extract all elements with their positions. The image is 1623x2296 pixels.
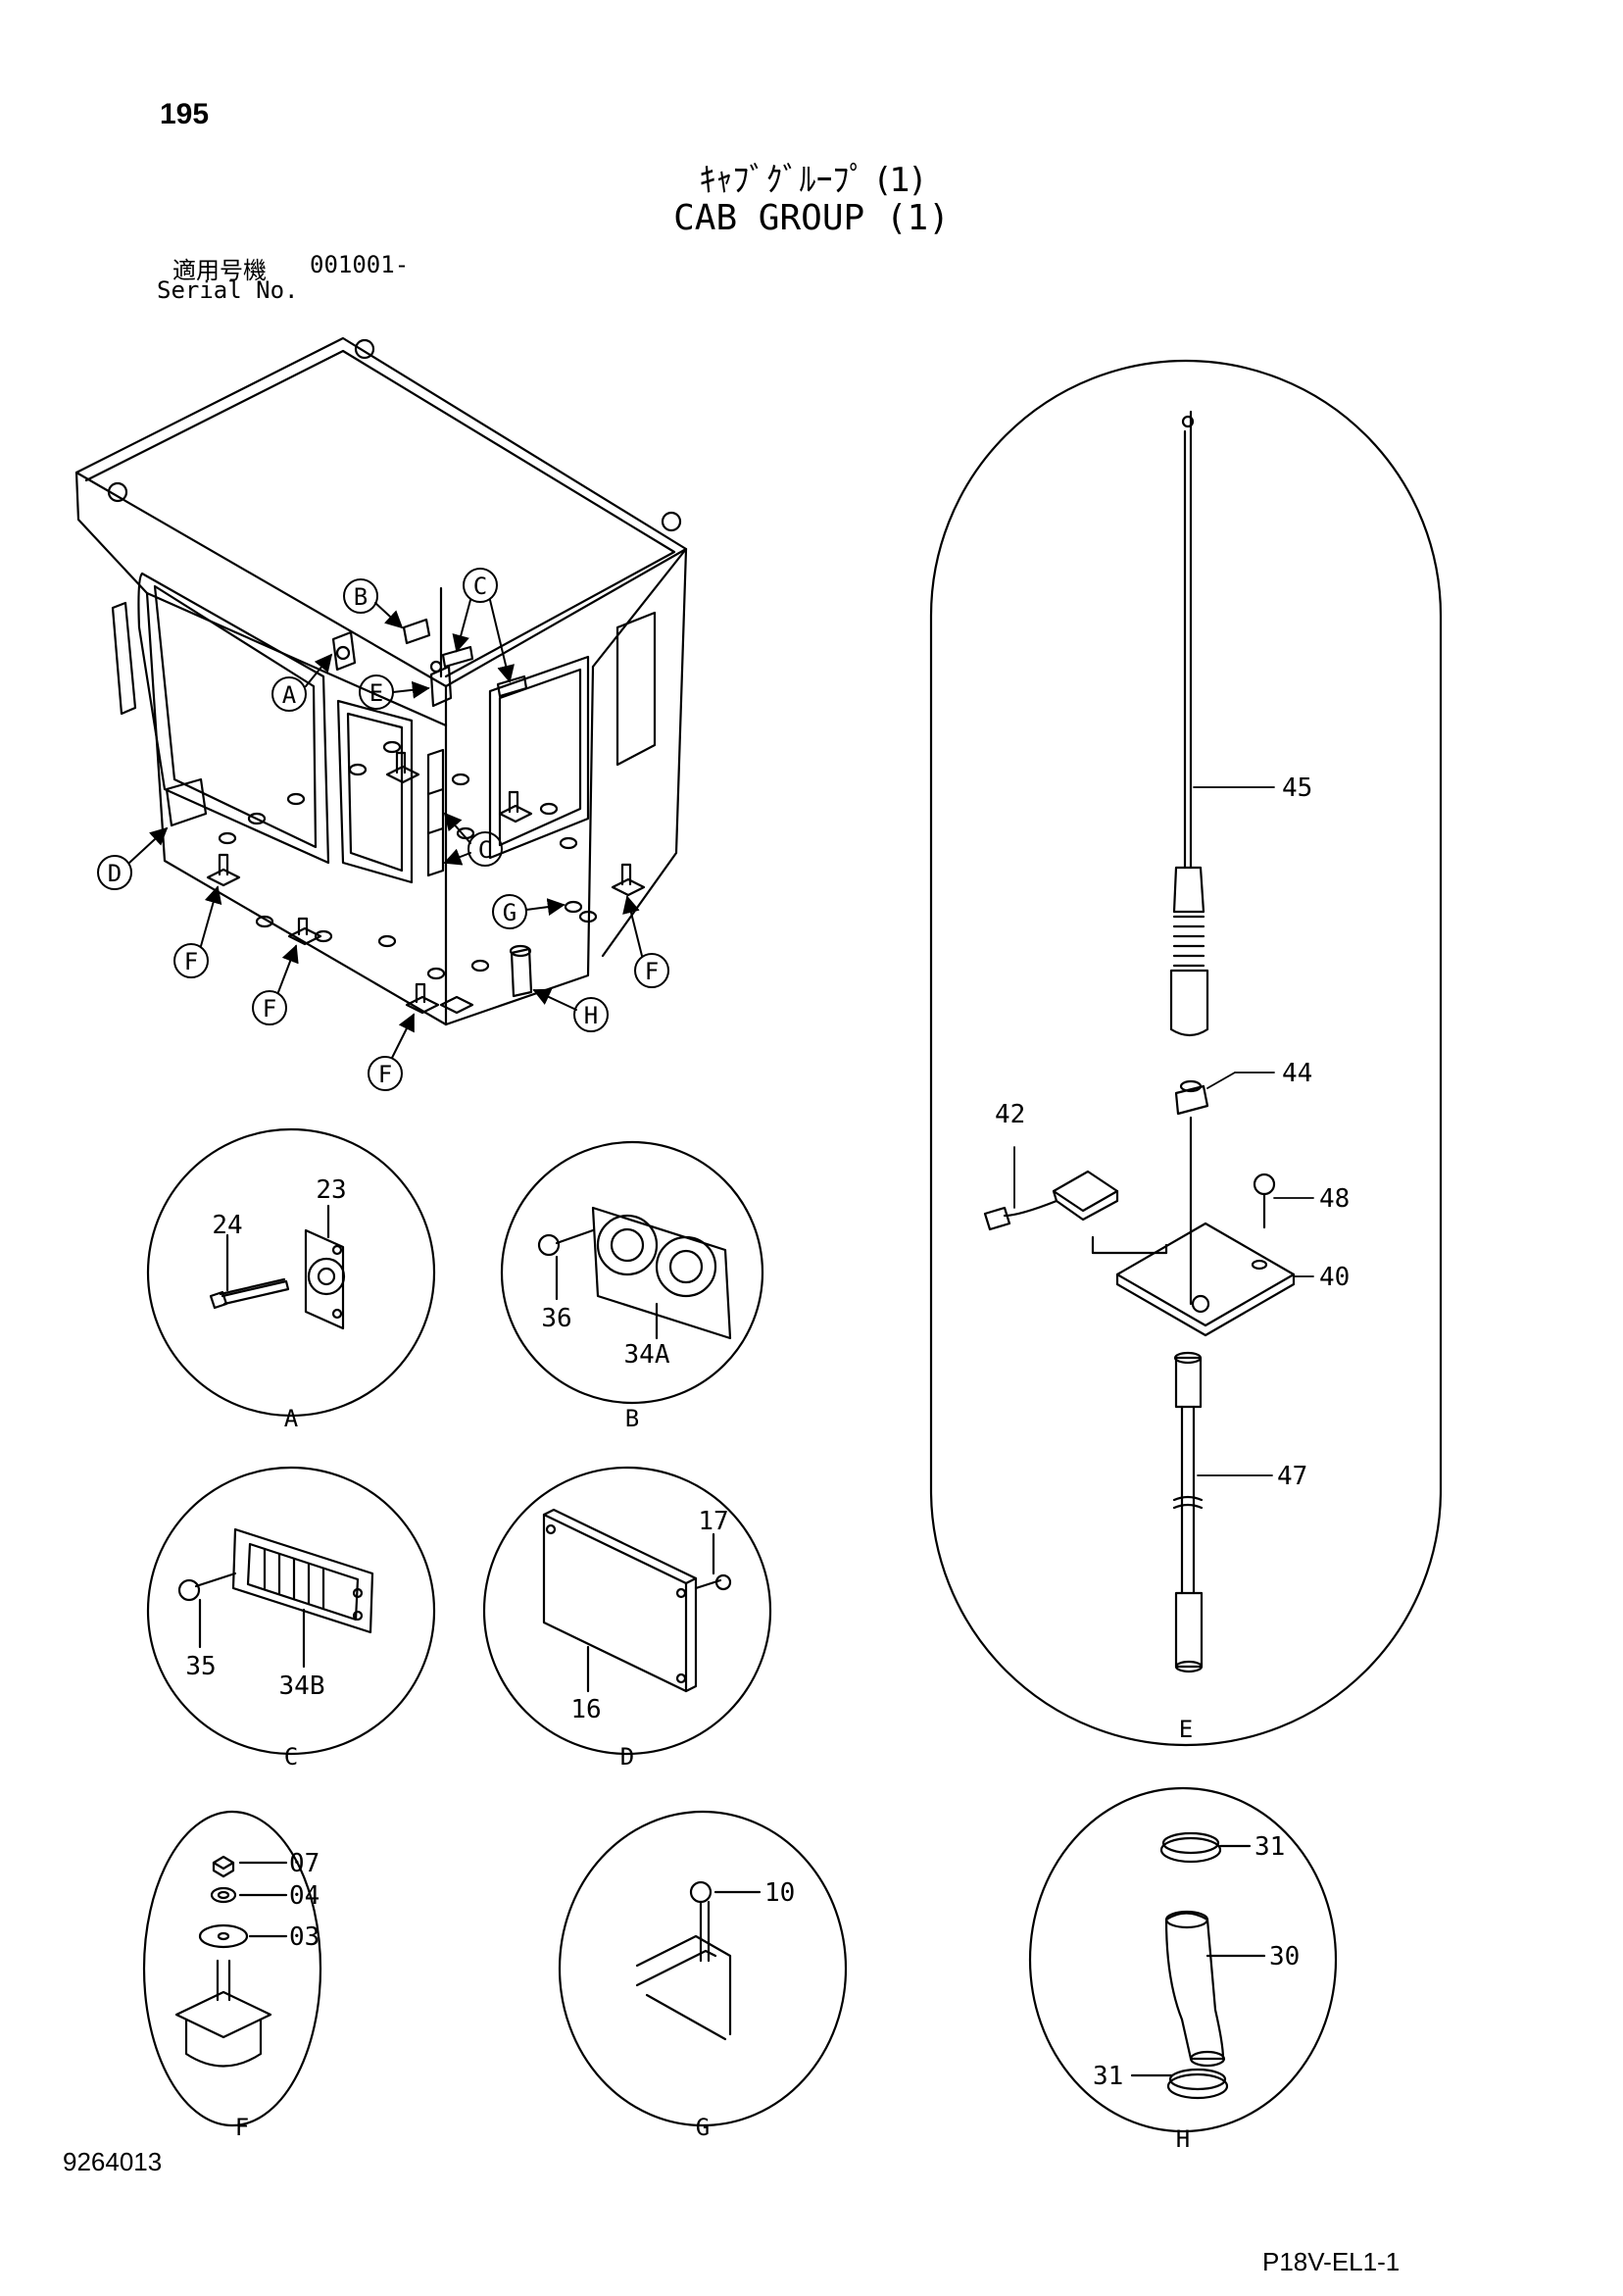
part-04: 04 <box>289 1881 320 1911</box>
callout-f1: F <box>184 948 198 975</box>
detail-e <box>929 359 1443 1747</box>
callout-c-mid: C <box>478 836 492 864</box>
callout-circle-f2 <box>252 990 287 1025</box>
callout-circle-g <box>492 894 527 929</box>
callout-circle-d <box>97 855 132 890</box>
detail-b <box>500 1140 764 1405</box>
detail-a <box>146 1127 436 1418</box>
part-30: 30 <box>1269 1942 1300 1972</box>
detail-label-f: F <box>235 2114 249 2141</box>
callout-a: A <box>282 681 297 709</box>
part-07: 07 <box>289 1849 320 1878</box>
callout-c-top: C <box>473 573 487 600</box>
detail-label-e: E <box>1179 1716 1193 1743</box>
part-23: 23 <box>316 1175 346 1205</box>
part-47: 47 <box>1277 1462 1307 1491</box>
page-number: 195 <box>160 98 210 130</box>
part-48: 48 <box>1319 1184 1350 1214</box>
part-44: 44 <box>1282 1059 1312 1088</box>
callout-e: E <box>369 679 383 707</box>
callout-circle-f3 <box>368 1056 403 1091</box>
serial-label-japanese: 適用号機 <box>172 257 267 284</box>
part-42: 42 <box>995 1100 1025 1129</box>
detail-c <box>146 1466 436 1756</box>
detail-label-d: D <box>620 1743 634 1771</box>
part-17: 17 <box>698 1507 728 1536</box>
serial-value: 001001- <box>310 251 410 278</box>
callout-h: H <box>584 1002 598 1029</box>
diagram-labels: B A E C C D G F F F F H A B C D E F G H … <box>108 573 1351 2153</box>
part-35: 35 <box>185 1652 216 1681</box>
part-34a: 34A <box>624 1340 670 1370</box>
title-japanese: ｷｬﾌﾞｸﾞﾙｰﾌﾟ (1) <box>699 161 924 200</box>
part-36: 36 <box>541 1304 571 1333</box>
serial-label-english: Serial No. <box>157 276 299 304</box>
detail-label-b: B <box>625 1405 639 1432</box>
detail-label-h: H <box>1176 2125 1190 2153</box>
cab-mounts <box>206 751 646 1015</box>
part-31-bottom: 31 <box>1093 2062 1123 2091</box>
callout-d: D <box>108 860 122 887</box>
detail-label-c: C <box>284 1743 298 1771</box>
callout-g: G <box>503 899 516 926</box>
detail-d <box>482 1466 772 1756</box>
part-34b: 34B <box>279 1672 325 1701</box>
callout-circle-a <box>271 676 307 712</box>
document-number: 9264013 <box>63 2147 163 2176</box>
cab-assembly <box>74 336 688 1026</box>
floor-bolts <box>218 740 598 980</box>
detail-g <box>558 1810 848 2127</box>
callout-circle-f1 <box>173 943 209 978</box>
part-10: 10 <box>764 1878 795 1908</box>
callout-circle-b <box>343 578 378 614</box>
part-31-top: 31 <box>1254 1832 1285 1862</box>
callout-circle-h <box>573 997 609 1032</box>
callout-b: B <box>354 583 368 611</box>
page-code: P18V-EL1-1 <box>1262 2247 1401 2276</box>
part-40: 40 <box>1319 1263 1350 1292</box>
title-english: CAB GROUP (1) <box>673 198 950 238</box>
callout-f3: F <box>378 1061 392 1088</box>
callout-circle-f4 <box>634 953 669 988</box>
detail-label-g: G <box>696 2114 710 2141</box>
detail-label-a: A <box>284 1405 299 1432</box>
callout-f2: F <box>263 995 276 1023</box>
part-03: 03 <box>289 1922 320 1952</box>
part-16: 16 <box>570 1695 601 1724</box>
part-24: 24 <box>212 1211 242 1240</box>
detail-f <box>142 1810 322 2127</box>
detail-h <box>1028 1786 1338 2133</box>
callout-f4: F <box>645 958 659 985</box>
leader-lines <box>1013 786 1314 1476</box>
part-45: 45 <box>1282 774 1312 803</box>
callout-circle-c-mid <box>467 831 503 867</box>
callout-circle-c-top <box>463 568 498 603</box>
cab-callouts <box>97 568 669 1091</box>
